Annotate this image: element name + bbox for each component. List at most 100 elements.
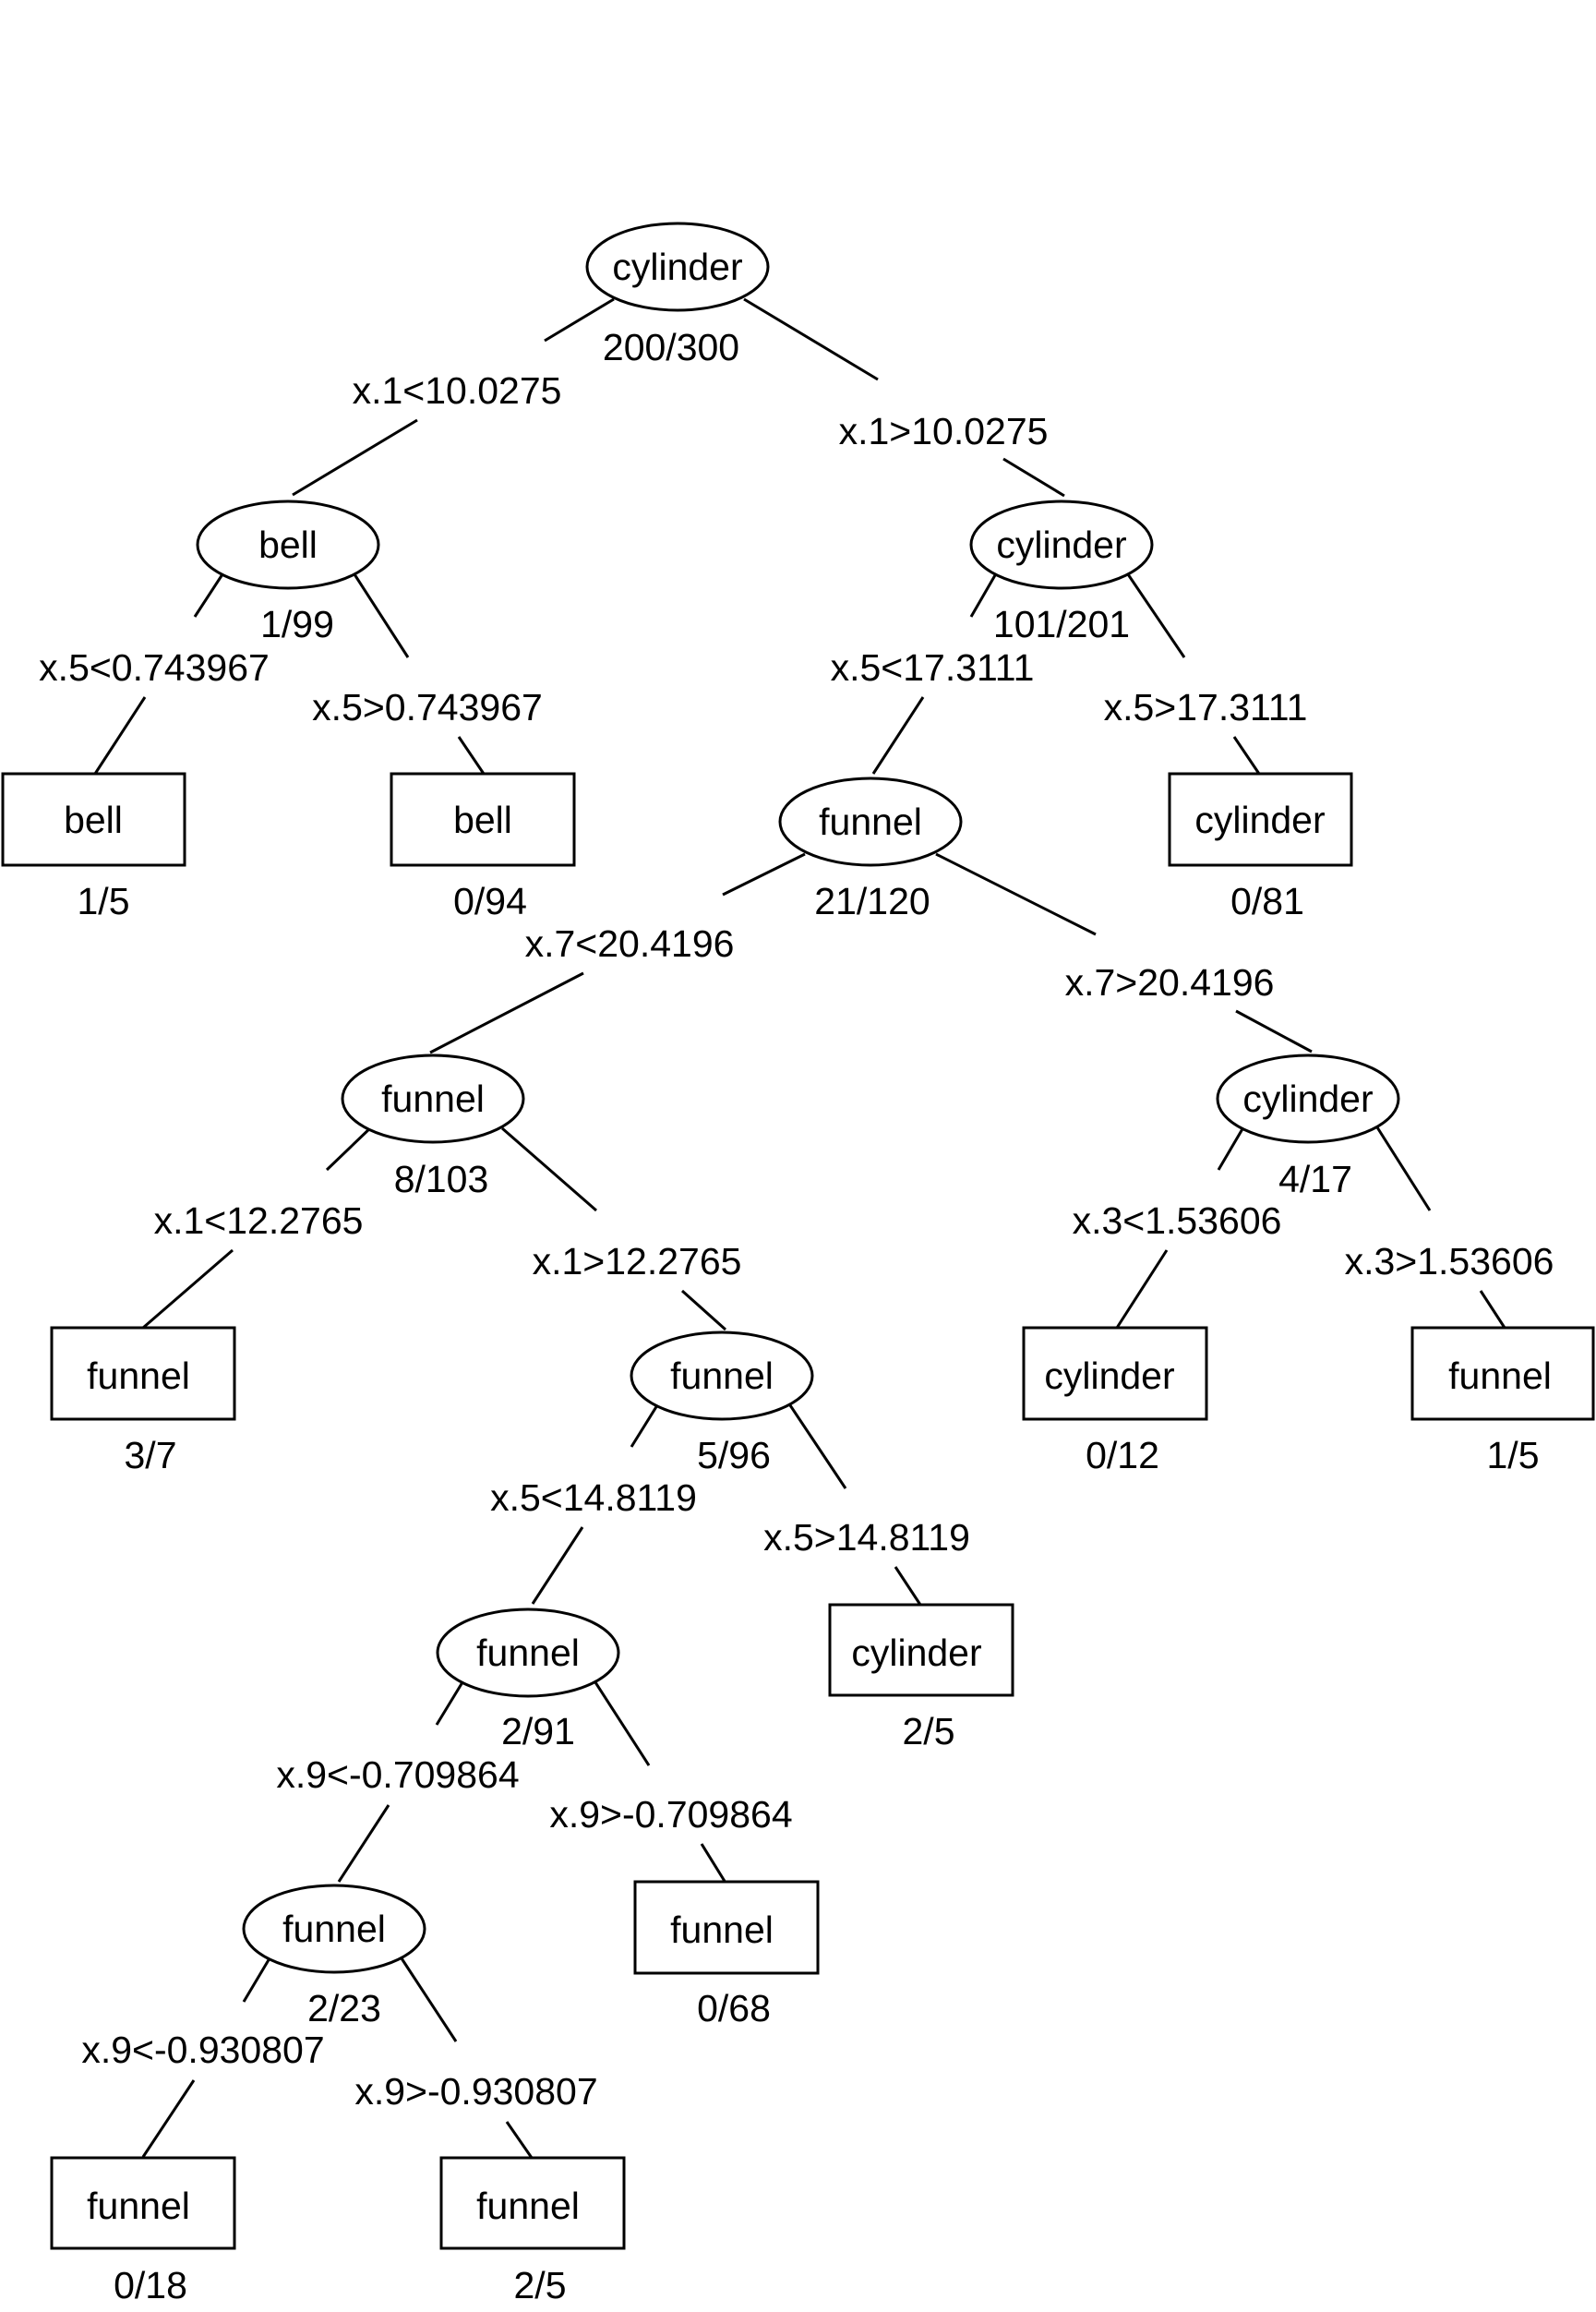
split-label: x.1>10.0275 <box>839 410 1049 452</box>
edge-6-8-upper <box>722 852 806 897</box>
leaf-n17: funnel 0/68 <box>633 1880 820 2029</box>
edge-6-8-lower <box>429 971 584 1054</box>
split-label: x.9<-0.930807 <box>81 2029 324 2071</box>
leaf-n19: funnel 2/5 <box>439 2156 626 2306</box>
internal-node-shape <box>630 1331 814 1421</box>
node-class-label: cylinder <box>1242 1078 1373 1120</box>
edge-11-15-lower <box>894 1566 922 1606</box>
split-label: x.1<10.0275 <box>353 369 562 412</box>
internal-node-shape <box>341 1054 525 1144</box>
node-n16: funnel 2/23 <box>242 1884 426 2029</box>
split-label: x.1<12.2765 <box>154 1199 364 1242</box>
edge-16-18-lower <box>141 2079 196 2158</box>
node-n14: funnel 2/91 <box>436 1608 620 1752</box>
node-class-label: funnel <box>87 1355 190 1397</box>
edge-11-14-upper <box>630 1404 659 1448</box>
split-label: x.9>-0.709864 <box>549 1793 792 1836</box>
leaf-node-shape <box>633 1880 820 1975</box>
node-class-label: funnel <box>87 2185 190 2227</box>
edge-3-6-upper <box>969 574 997 618</box>
node-count-label: 2/5 <box>514 2264 567 2306</box>
leaf-n18: funnel 0/18 <box>50 2156 236 2306</box>
edge-1-3-upper <box>743 297 879 381</box>
split-label: x.3<1.53606 <box>1073 1199 1282 1242</box>
node-count-label: 5/96 <box>697 1434 771 1476</box>
node-n11: funnel 5/96 <box>630 1331 814 1476</box>
edge-16-19-upper <box>400 1957 458 2042</box>
split-label: x.5>17.3111 <box>1104 686 1308 729</box>
edge-6-9-upper <box>935 852 1097 936</box>
split-label: x.1>12.2765 <box>533 1240 742 1282</box>
node-class-label: cylinder <box>1194 799 1325 841</box>
edge-3-7-upper <box>1126 573 1186 658</box>
edge-9-12-lower <box>1115 1249 1169 1329</box>
leaf-n12: cylinder 0/12 <box>1022 1326 1208 1476</box>
edge-6-9-lower <box>1235 1009 1313 1054</box>
internal-node-shape <box>436 1608 620 1698</box>
split-label: x.5>0.743967 <box>312 686 543 729</box>
leaf-n10: funnel 3/7 <box>50 1326 236 1476</box>
node-count-label: 4/17 <box>1278 1158 1352 1200</box>
leaf-n4: bell 1/5 <box>1 772 186 922</box>
edge-14-16-upper <box>435 1681 464 1726</box>
node-count-label: 21/120 <box>814 880 930 922</box>
node-class-label: funnel <box>381 1078 485 1120</box>
node-class-label: bell <box>64 799 123 841</box>
edge-16-18-upper <box>242 1957 271 2003</box>
node-count-label: 1/99 <box>260 603 334 645</box>
node-class-label: cylinder <box>612 246 742 288</box>
node-count-label: 0/81 <box>1230 880 1304 922</box>
split-label: x.7>20.4196 <box>1065 961 1275 1004</box>
node-class-label: funnel <box>670 1355 774 1397</box>
node-class-label: funnel <box>819 801 922 843</box>
node-class-label: funnel <box>476 1632 580 1674</box>
internal-node-shape <box>585 222 770 312</box>
split-label: x.5<17.3111 <box>831 646 1035 689</box>
node-count-label: 1/5 <box>78 880 130 922</box>
node-count-label: 2/91 <box>501 1710 575 1752</box>
edge-2-5-upper <box>353 573 410 658</box>
tree-edges <box>93 297 1506 2159</box>
split-label: x.5>14.8119 <box>763 1516 970 1559</box>
split-label: x.5<14.8119 <box>490 1476 697 1519</box>
leaf-node-shape <box>828 1603 1014 1697</box>
node-class-label: bell <box>258 524 318 566</box>
node-count-label: 0/18 <box>114 2264 187 2306</box>
node-count-label: 0/12 <box>1086 1434 1159 1476</box>
edge-14-17-lower <box>700 1843 727 1884</box>
leaf-node-shape <box>1168 772 1353 867</box>
edge-8-10-lower <box>142 1248 234 1330</box>
edge-14-16-lower <box>337 1804 390 1883</box>
edge-11-14-lower <box>531 1526 584 1605</box>
node-count-label: 8/103 <box>394 1158 489 1200</box>
node-count-label: 3/7 <box>125 1434 177 1476</box>
edge-9-13-upper <box>1375 1126 1432 1211</box>
node-class-label: bell <box>453 799 512 841</box>
edge-1-3-lower <box>1002 457 1065 498</box>
edge-3-7-lower <box>1232 736 1261 775</box>
node-class-label: cylinder <box>851 1632 981 1674</box>
internal-node-shape <box>196 500 380 590</box>
node-class-label: funnel <box>670 1909 774 1951</box>
node-class-label: funnel <box>476 2185 580 2227</box>
split-label: x.9>-0.930807 <box>354 2070 597 2113</box>
node-class-label: cylinder <box>996 524 1126 566</box>
node-n6: funnel 21/120 <box>778 777 963 922</box>
node-count-label: 200/300 <box>603 326 739 368</box>
split-label: x.7<20.4196 <box>525 922 735 965</box>
edge-11-15-upper <box>788 1404 847 1489</box>
split-labels: x.1<10.0275 x.1>10.0275 x.5<0.743967 x.5… <box>39 369 1554 2113</box>
edge-3-6-lower <box>871 696 925 775</box>
leaf-node-shape <box>50 2156 236 2250</box>
edge-9-13-lower <box>1479 1290 1506 1329</box>
edge-1-2-lower <box>292 418 418 497</box>
edge-2-4-upper <box>193 573 224 618</box>
leaf-node-shape <box>1022 1326 1208 1421</box>
edge-8-11-lower <box>681 1289 726 1331</box>
edge-8-11-upper <box>501 1126 597 1212</box>
edge-8-10-upper <box>325 1125 374 1172</box>
internal-node-shape <box>242 1884 426 1974</box>
split-label: x.9<-0.709864 <box>276 1753 519 1796</box>
internal-node-shape <box>778 777 963 867</box>
node-n9: cylinder 4/17 <box>1216 1054 1400 1200</box>
